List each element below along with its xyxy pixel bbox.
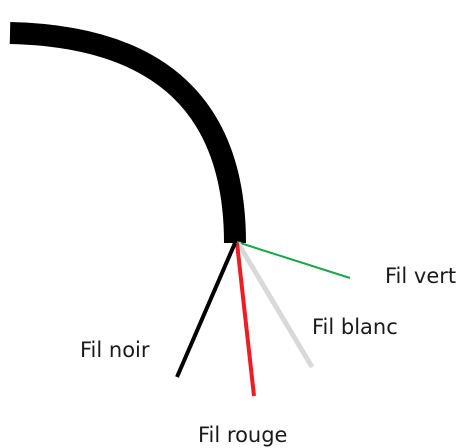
label-fil-noir: Fil noir [80,338,150,362]
cable-sheath [9,22,246,244]
red-wire [235,242,256,397]
white-wire [235,241,315,369]
black-wire [175,242,237,378]
label-fil-vert: Fil vert [385,264,456,288]
green-wire [236,241,351,279]
label-fil-rouge: Fil rouge [198,423,287,447]
label-fil-blanc: Fil blanc [312,315,398,339]
